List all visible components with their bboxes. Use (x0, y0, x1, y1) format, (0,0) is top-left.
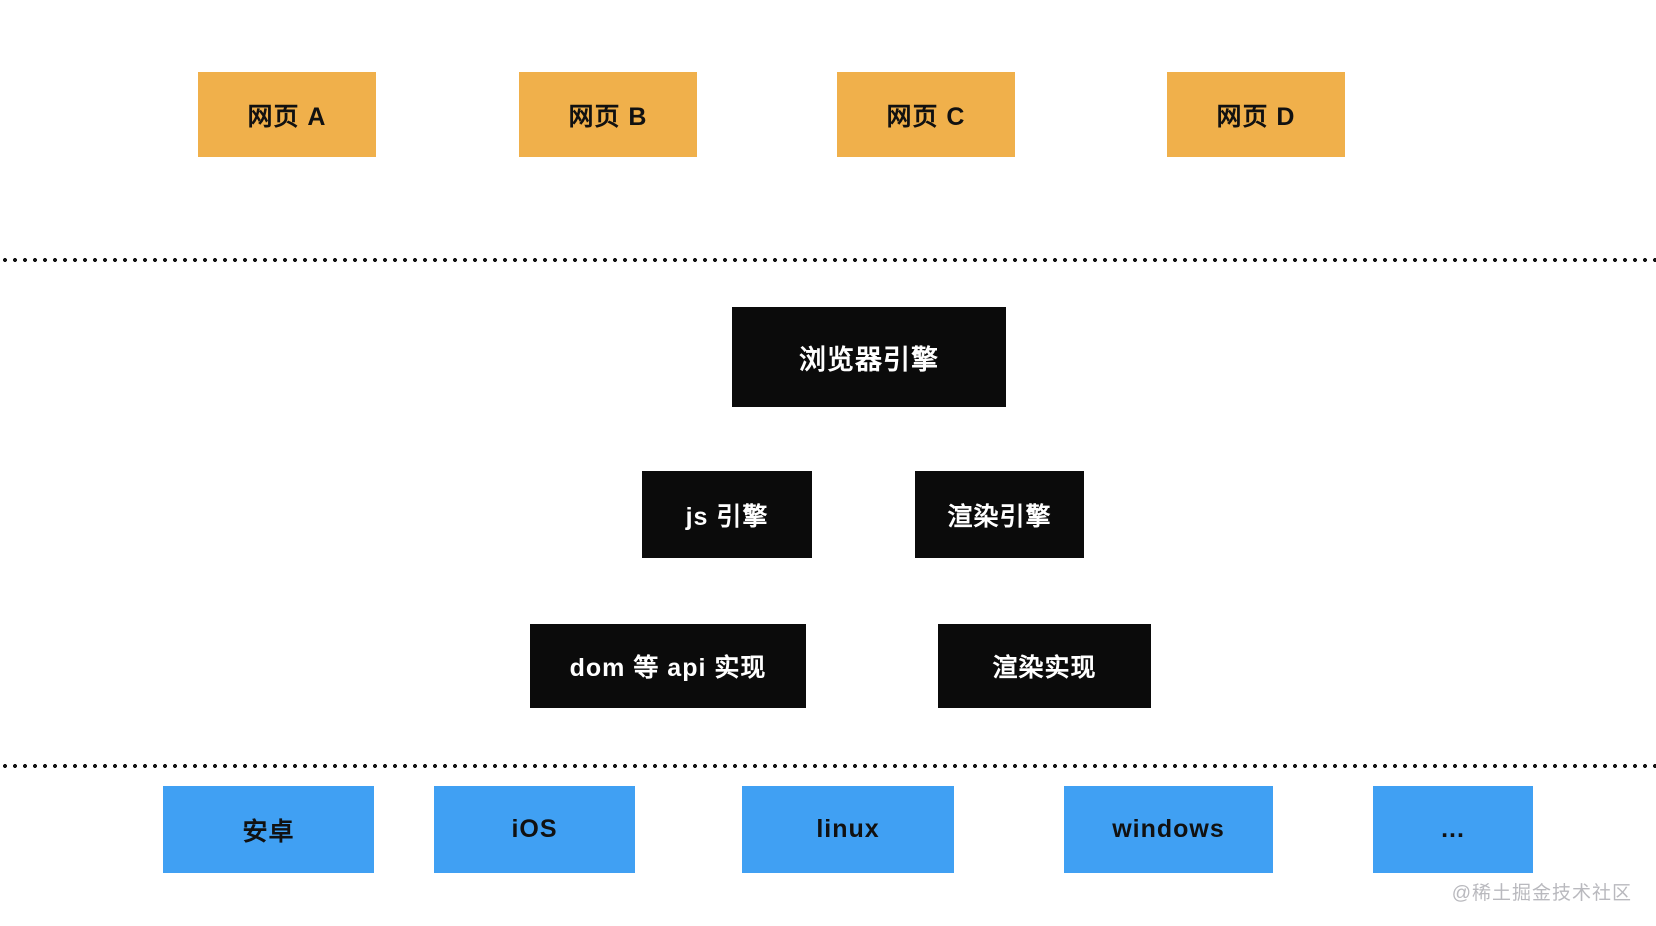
platform-more-label: ... (1441, 815, 1465, 843)
dom-api-implementation-label: dom 等 api 实现 (569, 654, 767, 682)
webpage-d-label: 网页 D (1216, 102, 1296, 131)
platform-more-box: ... (1373, 786, 1533, 873)
webpage-b-label: 网页 B (568, 102, 648, 131)
watermark: @稀土掘金技术社区 (1451, 883, 1632, 904)
js-engine-box: js 引擎 (642, 471, 812, 558)
platform-linux-box: linux (742, 786, 954, 873)
render-implementation-box: 渲染实现 (938, 624, 1151, 708)
render-engine-box: 渲染引擎 (915, 471, 1084, 558)
render-implementation-label: 渲染实现 (992, 654, 1097, 682)
webpage-a-box: 网页 A (198, 72, 376, 157)
platform-ios-box: iOS (434, 786, 635, 873)
browser-engine-box: 浏览器引擎 (732, 307, 1006, 407)
webpage-d-box: 网页 D (1167, 72, 1345, 157)
separator-bottom-dotted-line (0, 764, 1656, 768)
separator-top-dotted-line (0, 258, 1656, 262)
browser-engine-label: 浏览器引擎 (799, 344, 939, 375)
platform-android-label: 安卓 (242, 817, 295, 846)
platform-android-box: 安卓 (163, 786, 374, 873)
platform-windows-box: windows (1064, 786, 1273, 873)
webpage-c-label: 网页 C (886, 102, 966, 131)
render-engine-label: 渲染引擎 (947, 502, 1052, 531)
js-engine-label: js 引擎 (685, 502, 769, 531)
webpage-a-label: 网页 A (247, 102, 327, 131)
dom-api-implementation-box: dom 等 api 实现 (530, 624, 806, 708)
platform-windows-label: windows (1112, 815, 1225, 843)
platform-ios-label: iOS (511, 815, 558, 843)
platform-linux-label: linux (816, 815, 880, 843)
webpage-b-box: 网页 B (519, 72, 697, 157)
webpage-c-box: 网页 C (837, 72, 1015, 157)
